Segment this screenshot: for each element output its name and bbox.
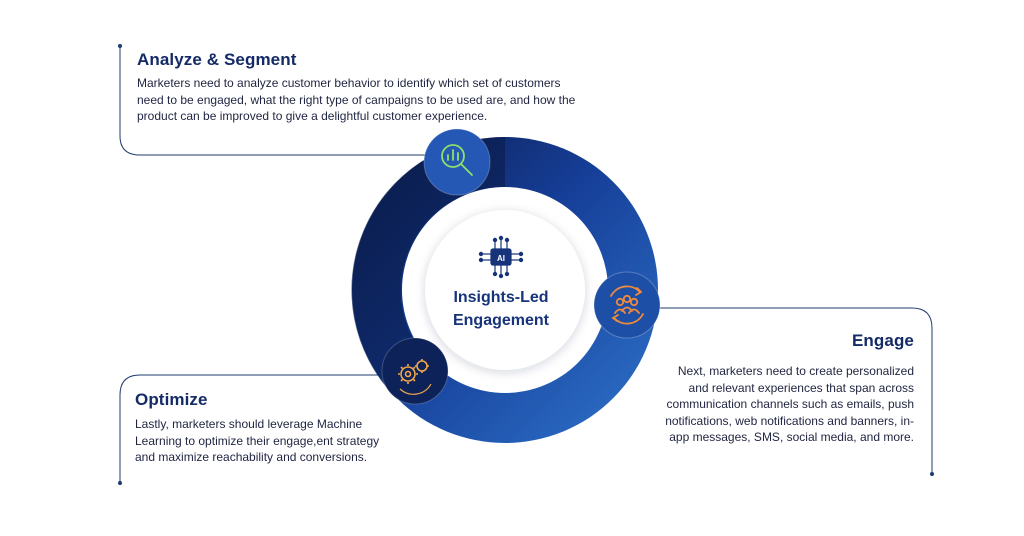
analytics-magnifier-icon — [441, 144, 473, 176]
gears-icon — [398, 359, 432, 395]
center-title: Insights-Led Engagement — [421, 286, 581, 332]
engage-node — [593, 271, 661, 339]
optimize-line-3: and maximize reachability and conversion… — [135, 450, 368, 464]
engage-connector-line — [660, 307, 933, 473]
analyze-line-3: product can be improved to give a deligh… — [137, 109, 488, 123]
analyze-segment-title: Analyze & Segment — [137, 50, 297, 69]
optimize-connector-dot — [118, 481, 122, 485]
analyze-line-2: need to be engaged, what the right type … — [137, 92, 576, 107]
engage-line-3: communication channels such as emails, p… — [666, 397, 914, 411]
analyze-line-1: Marketers need to analyze customer behav… — [137, 76, 561, 90]
analyze-connector-line — [119, 47, 432, 156]
engage-line-1: Next, marketers need to create personali… — [677, 364, 914, 378]
center-title-line-2: Engagement — [452, 312, 549, 329]
ai-chip-icon — [478, 235, 524, 279]
analyze-segment-description: Marketers need to analyze customer behav… — [137, 75, 617, 125]
optimize-description: Lastly, marketers should leverage Machin… — [135, 416, 415, 466]
engage-connector-dot — [930, 472, 934, 476]
optimize-connector-line — [119, 374, 382, 482]
engage-title: Engage — [851, 331, 914, 350]
engage-line-2: and relevant experiences that span acros… — [688, 380, 914, 395]
ai-chip-label: AI — [497, 254, 505, 263]
optimize-line-1: Lastly, marketers should leverage Machin… — [135, 417, 363, 431]
engage-description: Next, marketers need to create personali… — [644, 363, 914, 446]
center-title-line-1: Insights-Led — [453, 289, 549, 306]
engage-line-4: notifications, web notifications and ban… — [665, 413, 914, 428]
optimize-line-2: Learning to optimize their engage,ent st… — [135, 433, 380, 448]
analyze-connector-dot — [118, 44, 122, 48]
analyze-node — [423, 128, 491, 196]
people-cycle-icon — [610, 285, 644, 325]
optimize-title: Optimize — [135, 390, 208, 409]
engage-line-5: app messages, SMS, social media, and mor… — [669, 430, 914, 444]
